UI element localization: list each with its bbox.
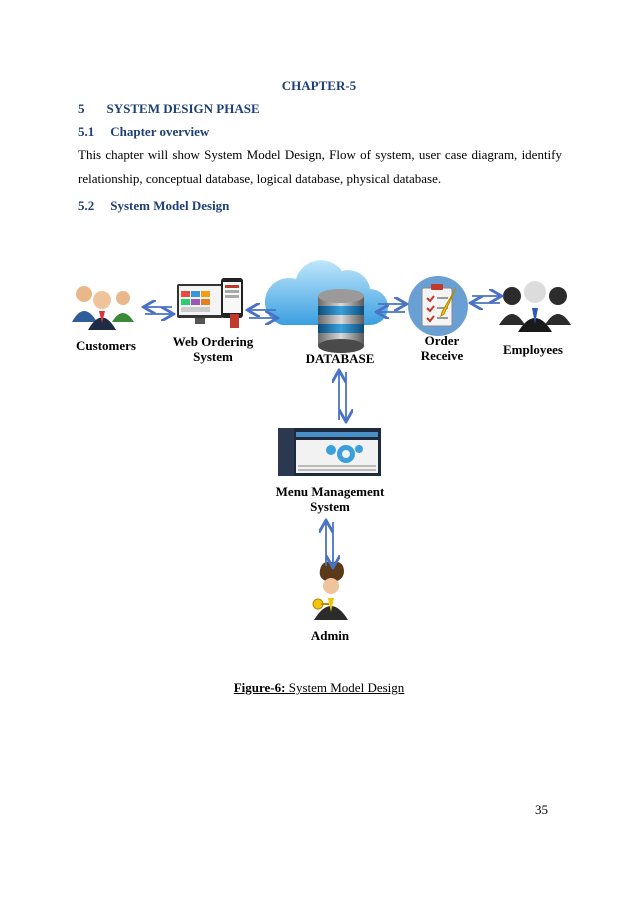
section-number: 5 (78, 101, 85, 116)
employees-icon (499, 281, 571, 332)
section-title: System Model Design (110, 198, 230, 213)
web-ordering-icon (177, 278, 243, 328)
arrows (145, 296, 500, 566)
section-number: 5.2 (78, 198, 95, 213)
label-line: Web Ordering (172, 334, 254, 349)
label-line: Receive (420, 348, 464, 363)
page-number: 35 (535, 802, 548, 817)
order-receive-icon (408, 276, 468, 336)
chapter-heading: CHAPTER-5 (281, 78, 357, 93)
section-number: 5.1 (78, 124, 95, 139)
order-receive-label: Order Receive (410, 333, 474, 363)
label-line: System (193, 349, 233, 364)
label-line: Order (424, 333, 460, 348)
menu-management-icon (278, 428, 381, 476)
figure-caption: Figure-6: System Model Design (0, 680, 638, 696)
overview-paragraph: This chapter will show System Model Desi… (78, 147, 562, 186)
section-heading-5-2: 5.2 System Model Design (78, 198, 229, 214)
label-line: System (310, 499, 350, 514)
admin-icon (312, 561, 348, 620)
admin-label: Admin (310, 628, 350, 643)
section-title: SYSTEM DESIGN PHASE (106, 101, 260, 116)
database-label: DATABASE (305, 351, 375, 366)
label-line: Menu Management (275, 484, 385, 499)
section-heading-5: 5 SYSTEM DESIGN PHASE (78, 101, 260, 117)
section-heading-5-1: 5.1 Chapter overview (78, 124, 209, 140)
customers-icon (72, 286, 134, 330)
employees-label: Employees (503, 342, 563, 357)
web-ordering-label: Web Ordering System (165, 334, 261, 364)
customers-label: Customers (76, 338, 136, 353)
caption-label: Figure-6: (233, 680, 286, 695)
database-cloud-icon (264, 260, 388, 353)
caption-text: System Model Design (285, 680, 405, 695)
section-title: Chapter overview (110, 124, 210, 139)
menu-management-label: Menu Management System (265, 484, 395, 514)
